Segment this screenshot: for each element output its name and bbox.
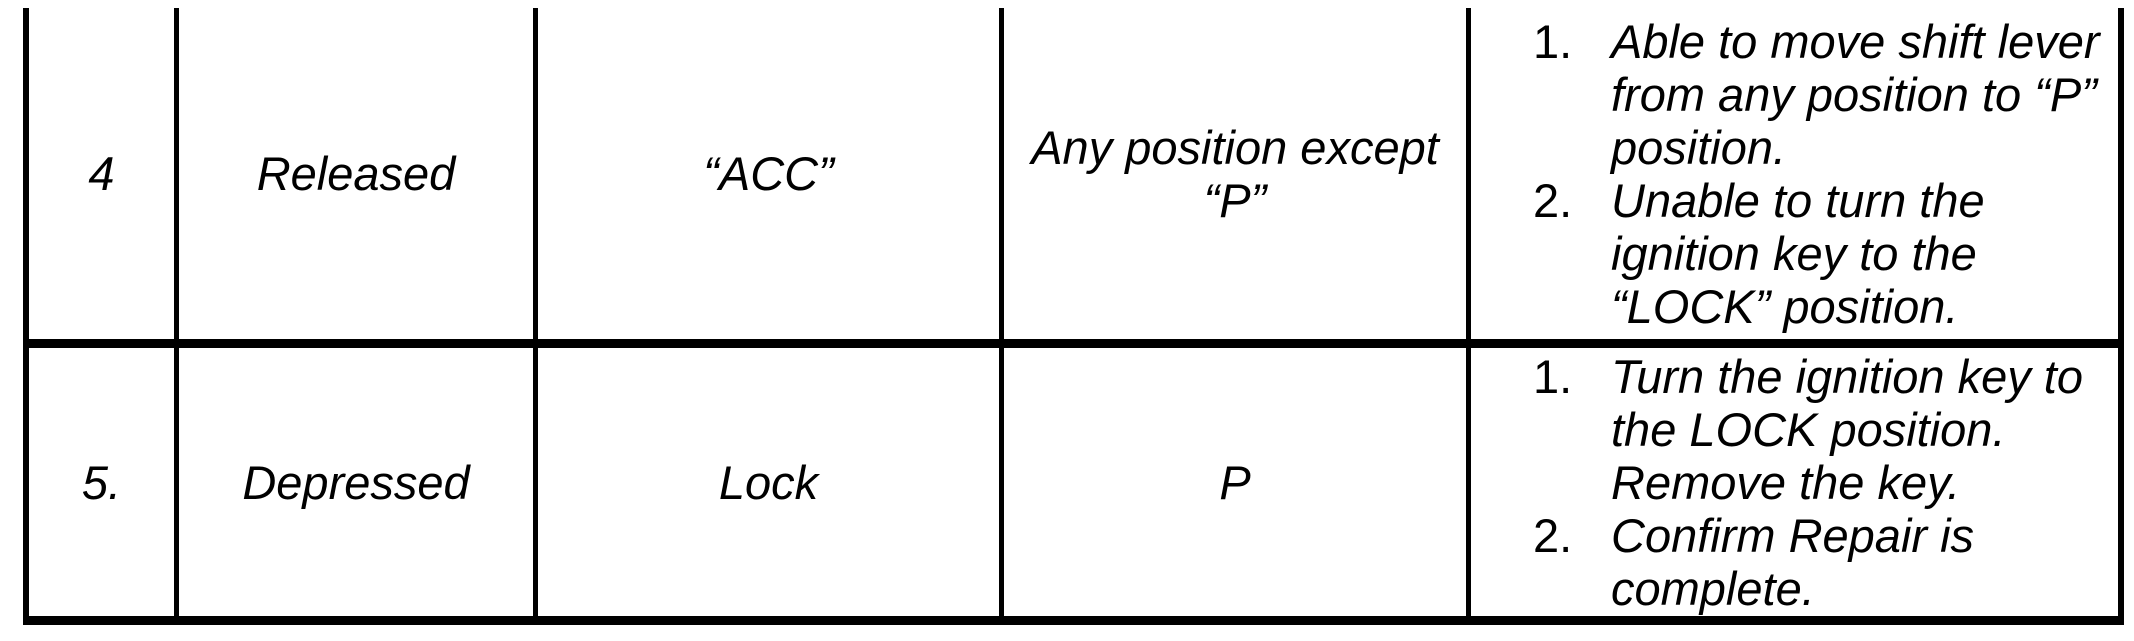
shift-lever-position-cell: Any position except “P” [1004,8,1471,339]
shift-lever-position: Any position except “P” [1031,120,1439,227]
ignition-position: Lock [718,455,819,509]
result-list-item: 2. Unable to turn the ignition key to th… [1533,174,2104,333]
list-item-number: 1. [1533,14,1573,68]
table-row-step-4: 4 Released “ACC” Any position except “P”… [29,8,2118,348]
procedure-steps-table: 4 Released “ACC” Any position except “P”… [23,8,2124,625]
list-item-text: Confirm Repair is complete. [1611,508,1975,615]
step-number: 4 [88,147,115,200]
list-item-text: Turn the ignition key to the LOCK positi… [1611,349,2083,509]
shift-lever-position-cell: P [1004,348,1471,616]
list-item-number: 2. [1533,173,1573,227]
list-item-number: 1. [1533,349,1573,403]
list-item-number: 2. [1533,508,1573,562]
list-item-text: Able to move shift lever from any positi… [1611,14,2100,174]
result-cell: 1. Turn the ignition key to the LOCK pos… [1471,348,2118,616]
ignition-position-cell: Lock [538,348,1004,616]
button-state: Released [256,147,456,200]
button-state-cell: Depressed [179,348,538,616]
button-state: Depressed [242,455,470,509]
ignition-position-cell: “ACC” [538,8,1004,339]
step-number: 5. [81,455,122,509]
result-list: 1. Turn the ignition key to the LOCK pos… [1471,350,2118,615]
step-number-cell: 4 [29,8,179,339]
table-row-step-5: 5. Depressed Lock P 1. Turn the ignition… [29,348,2118,616]
list-item-text: Unable to turn the ignition key to the “… [1611,173,1985,333]
result-list-item: 2. Confirm Repair is complete. [1533,509,2104,615]
ignition-position: “ACC” [703,147,834,200]
step-number-cell: 5. [29,348,179,616]
shift-lever-position: P [1219,455,1251,509]
result-list-item: 1. Turn the ignition key to the LOCK pos… [1533,350,2104,509]
result-list: 1. Able to move shift lever from any pos… [1471,15,2118,333]
result-list-item: 1. Able to move shift lever from any pos… [1533,15,2104,174]
button-state-cell: Released [179,8,538,339]
result-cell: 1. Able to move shift lever from any pos… [1471,8,2118,339]
